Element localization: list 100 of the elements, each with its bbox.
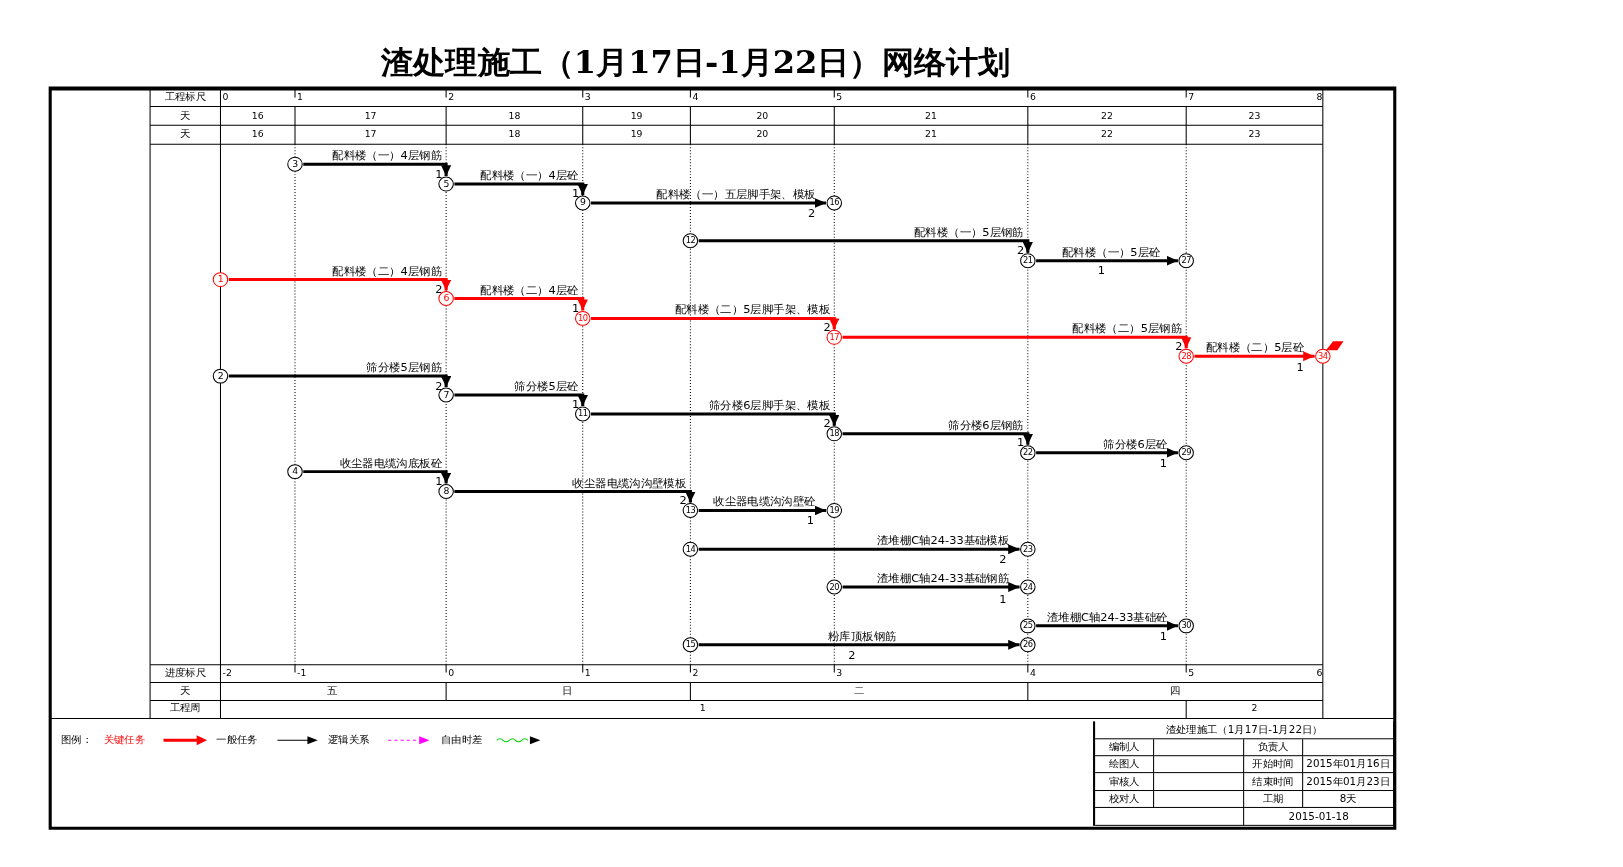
task-label: 配料楼（二）5层砼: [1205, 342, 1305, 354]
task-label: 筛分楼6层脚手架、模板: [709, 400, 831, 411]
arrow: [842, 335, 1192, 349]
scale-number: 0: [448, 669, 455, 679]
weekday-label: 日: [562, 685, 573, 696]
arrow: [303, 470, 452, 484]
arrow: [228, 278, 452, 291]
week-number: 1: [699, 703, 706, 713]
row-header: 天: [180, 129, 191, 140]
arrow: [303, 162, 452, 177]
task-label: 收尘器电缆沟沟壁模板: [572, 477, 687, 489]
table-cell: 2015年01月23日: [1303, 773, 1395, 792]
day-number: 22: [1101, 129, 1113, 139]
day-number: 19: [630, 111, 643, 121]
task-label: 渣堆棚C轴24-33基础砼: [1046, 611, 1168, 623]
scale-number: 0: [222, 93, 229, 102]
week-number: 2: [1251, 703, 1258, 713]
table-cell: 负责人: [1244, 739, 1304, 757]
arrow: [228, 374, 452, 388]
scale-number: -2: [222, 669, 232, 679]
diagram-title: 渣处理施工（1月17日-1月22日）网络计划: [380, 43, 1011, 81]
task-label: 渣堆棚C轴24-33基础模板: [877, 535, 1010, 547]
day-number: 19: [630, 129, 643, 139]
event-circle: 4: [287, 464, 303, 480]
legend-label: 关键任务: [103, 735, 145, 746]
table-cell: 开始时间: [1244, 756, 1304, 774]
task-label: 筛分楼5层砼: [514, 381, 579, 393]
event-circle: 3: [287, 156, 303, 172]
arrow: [842, 432, 1033, 445]
duration-label: 2: [999, 553, 1007, 565]
arrow: [698, 239, 1033, 253]
legend-label: 一般任务: [216, 735, 258, 746]
scale-number: 5: [836, 93, 843, 102]
task-label: 配料楼（一）五层脚手架、模板: [656, 189, 816, 200]
arrow: [698, 639, 1020, 650]
task-label: 配料楼（一）4层钢筋: [332, 150, 442, 162]
day-number: 22: [1101, 111, 1113, 121]
day-number: 18: [508, 129, 521, 139]
duration-label: 1: [1159, 458, 1168, 470]
task-label: 配料楼（一）5层钢筋: [913, 226, 1024, 238]
scale-number: 3: [836, 669, 843, 679]
duration-label: 1: [1296, 361, 1304, 373]
duration-label: 1: [1159, 631, 1168, 643]
scale-number: 2: [692, 669, 699, 679]
scale-number: 2: [448, 93, 455, 102]
task-label: 收尘器电缆沟沟壁砼: [713, 496, 816, 508]
scale-number: 1: [584, 669, 591, 679]
row-header: 工程标尺: [164, 92, 206, 103]
day-number: 17: [364, 111, 377, 121]
scale-number: 3: [584, 93, 591, 102]
weekday-label: 二: [853, 685, 865, 696]
table-cell: 校对人: [1095, 791, 1155, 808]
arrow: [454, 393, 588, 406]
scale-number: 8: [1316, 93, 1323, 102]
legend-label: 逻辑关系: [328, 735, 370, 746]
task-label: 筛分楼6层钢筋: [948, 419, 1024, 431]
table-cell: 工期: [1244, 791, 1304, 808]
event-circle: 8: [438, 484, 454, 499]
weekday-label: 四: [1169, 685, 1180, 696]
legend-label: 自由时差: [440, 735, 483, 746]
event-circle: 2: [212, 368, 229, 384]
day-number: 21: [925, 111, 937, 121]
arrow: [698, 544, 1020, 555]
arrow: [1036, 447, 1178, 458]
scale-number: 5: [1188, 669, 1195, 679]
task-label: 配料楼（一）4层砼: [480, 170, 579, 182]
table-cell: 审核人: [1095, 773, 1155, 792]
table-cell: 结束时间: [1244, 773, 1304, 792]
table-cell: 编制人: [1095, 739, 1155, 757]
table-cell: 2015-01-18: [1244, 807, 1395, 826]
row-header: 工程周: [169, 703, 201, 714]
scale-number: 4: [692, 93, 699, 102]
scale-number: -1: [297, 669, 307, 679]
duration-label: 1: [999, 594, 1007, 606]
scale-number: 1: [297, 93, 303, 102]
weekday-label: 五: [327, 685, 338, 696]
task-label: 配料楼（二）4层钢筋: [332, 265, 442, 277]
table-cell: 渣处理施工（1月17日-1月22日）: [1095, 721, 1395, 740]
arrow: [454, 297, 588, 311]
day-number: 20: [756, 129, 769, 139]
duration-label: 1: [806, 514, 815, 526]
arrow: [698, 505, 826, 516]
arrow: [454, 490, 696, 503]
task-label: 渣堆棚C轴24-33基础钢筋: [877, 573, 1010, 585]
row-header: 天: [180, 685, 191, 696]
table-cell: 8天: [1303, 791, 1395, 808]
day-number: 23: [1248, 129, 1261, 139]
arrow: [591, 197, 826, 209]
day-number: 23: [1248, 111, 1261, 121]
task-label: 配料楼（二）5层钢筋: [1072, 323, 1183, 335]
day-number: 17: [364, 129, 377, 139]
table-cell: 绘图人: [1095, 756, 1155, 774]
duration-label: 2: [807, 208, 816, 220]
arrow: [1036, 620, 1178, 631]
arrow: [454, 182, 588, 195]
task-label: 配料楼（二）5层脚手架、模板: [674, 304, 831, 316]
arrow: [1194, 351, 1315, 362]
task-label: 配料楼（二）4层砼: [480, 284, 579, 296]
legend-heading: 图例：: [61, 735, 93, 746]
scale-number: 4: [1029, 669, 1036, 679]
